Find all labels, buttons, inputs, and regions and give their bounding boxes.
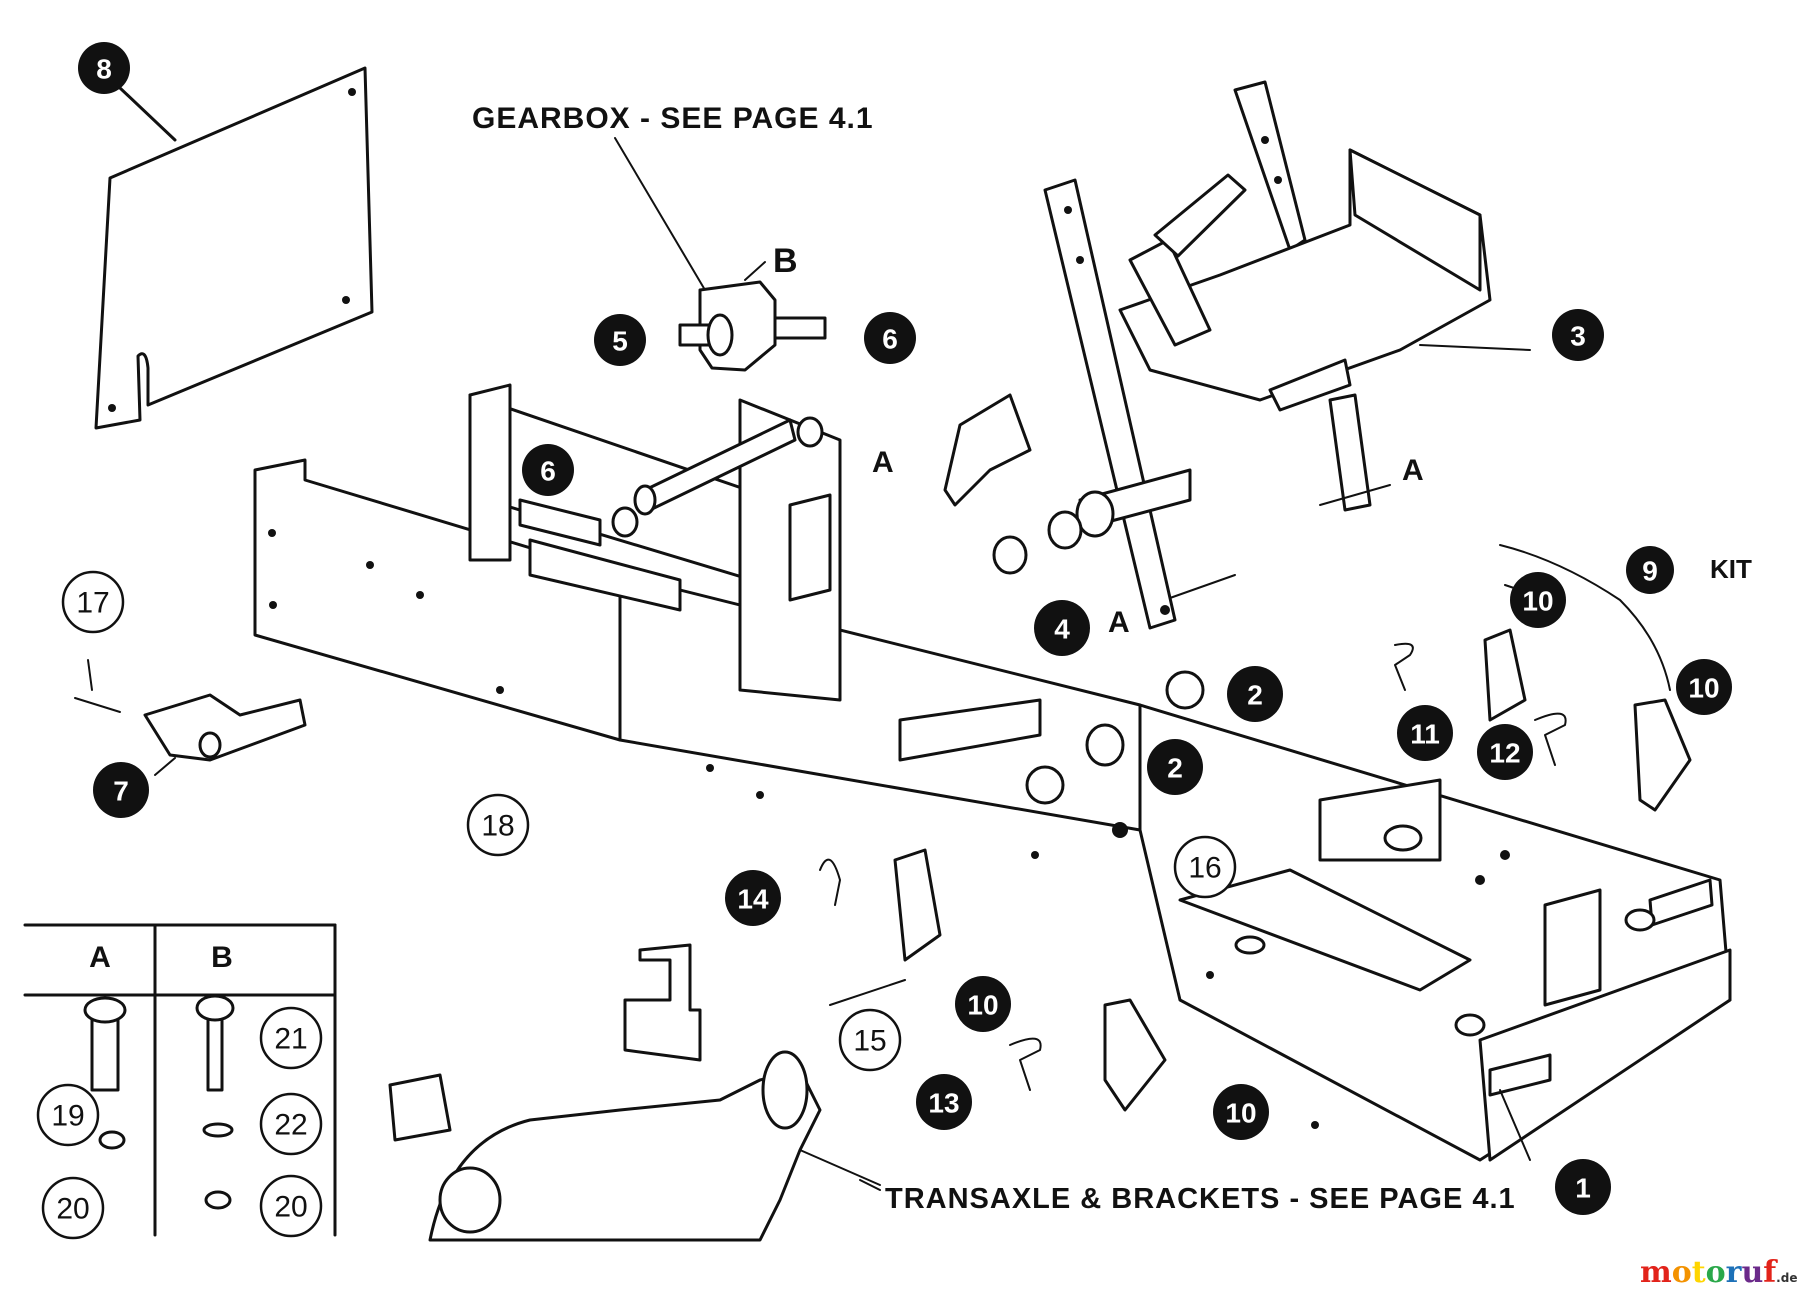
callout-14: 14: [725, 870, 781, 926]
callout-number: 1: [1575, 1173, 1591, 1204]
callout-7: 7: [93, 762, 149, 818]
callout-20: 20: [259, 1174, 323, 1238]
callout-number: 11: [1410, 719, 1440, 750]
watermark-letter: t: [1692, 1255, 1706, 1290]
callout-number: 12: [1489, 738, 1520, 769]
callout-number: 2: [1167, 753, 1183, 784]
callout-number: 6: [882, 324, 898, 355]
callout-9: 9: [1626, 546, 1674, 594]
callout-number: 20: [56, 1193, 89, 1226]
callout-number: 20: [274, 1191, 307, 1224]
callout-number: 10: [1225, 1098, 1256, 1129]
watermark-suffix: .de: [1776, 1271, 1797, 1285]
callout-5: 5: [594, 314, 646, 366]
callout-number: 17: [76, 587, 109, 620]
watermark-letter: o: [1706, 1255, 1726, 1290]
callout-number: 10: [967, 990, 998, 1021]
callout-15: 15: [838, 1008, 902, 1072]
callout-10: 10: [955, 976, 1011, 1032]
rear-bracket-part: [74, 659, 307, 776]
callout-10: 10: [1213, 1084, 1269, 1140]
callout-17: 17: [61, 570, 125, 634]
callout-number: 7: [113, 776, 129, 807]
watermark-letter: o: [1672, 1255, 1692, 1290]
callout-8: 8: [78, 42, 130, 94]
transaxle-part: [388, 943, 881, 1242]
callout-18: 18: [466, 793, 530, 857]
callout-6: 6: [864, 312, 916, 364]
callout-1: 1: [1555, 1159, 1611, 1215]
table-col-a: A: [89, 941, 111, 974]
point-a-label-2: A: [1402, 454, 1424, 487]
callout-number: 3: [1570, 321, 1586, 352]
callout-number: 10: [1522, 586, 1553, 617]
point-b-label: B: [773, 242, 798, 280]
callout-number: 15: [853, 1025, 886, 1058]
callout-2: 2: [1227, 666, 1283, 722]
callout-11: 11: [1397, 705, 1453, 761]
callout-number: 6: [540, 456, 556, 487]
floor-plate-part: [94, 66, 374, 430]
callout-number: 8: [96, 54, 112, 85]
gearbox-label: GEARBOX - SEE PAGE 4.1: [472, 102, 874, 135]
callout-number: 2: [1247, 680, 1263, 711]
callout-number: 22: [274, 1109, 307, 1142]
kit-label: KIT: [1710, 554, 1752, 584]
callout-10: 10: [1510, 572, 1566, 628]
gearbox-part: [614, 137, 827, 372]
callout-19: 19: [36, 1083, 100, 1147]
callout-number: 14: [737, 884, 769, 915]
callout-number: 18: [481, 810, 514, 843]
watermark-letter: u: [1741, 1255, 1763, 1290]
callout-number: 9: [1642, 556, 1658, 587]
callout-number: 10: [1688, 673, 1719, 704]
callout-22: 22: [259, 1092, 323, 1156]
pedestal-part: [943, 80, 1531, 630]
callout-4: 4: [1034, 600, 1090, 656]
callout-16: 16: [1173, 835, 1237, 899]
callout-number: 19: [51, 1100, 84, 1133]
callout-13: 13: [916, 1074, 972, 1130]
callout-2: 2: [1147, 739, 1203, 795]
small-parts: [611, 416, 1692, 1112]
watermark-letter: m: [1640, 1255, 1672, 1290]
callout-number: 16: [1188, 852, 1221, 885]
callout-number: 21: [274, 1023, 307, 1056]
watermark-logo: motoruf.de: [1640, 1255, 1797, 1290]
transaxle-label: TRANSAXLE & BRACKETS - SEE PAGE 4.1: [885, 1183, 1516, 1215]
main-frame-part: [253, 383, 1732, 1162]
callout-21: 21: [259, 1006, 323, 1070]
callout-12: 12: [1477, 724, 1533, 780]
callout-6: 6: [522, 444, 574, 496]
callout-number: 13: [928, 1088, 959, 1119]
callout-20: 20: [41, 1176, 105, 1240]
callout-3: 3: [1552, 309, 1604, 361]
callout-10: 10: [1676, 659, 1732, 715]
point-a-label-3: A: [1108, 606, 1130, 639]
table-col-b: B: [211, 941, 233, 974]
watermark-letter: f: [1763, 1255, 1778, 1290]
hardware-table: A B: [23, 923, 337, 1237]
point-a-label-1: A: [872, 446, 894, 479]
callout-number: 5: [612, 326, 628, 357]
callout-number: 4: [1054, 614, 1070, 645]
watermark-letter: r: [1726, 1255, 1743, 1290]
